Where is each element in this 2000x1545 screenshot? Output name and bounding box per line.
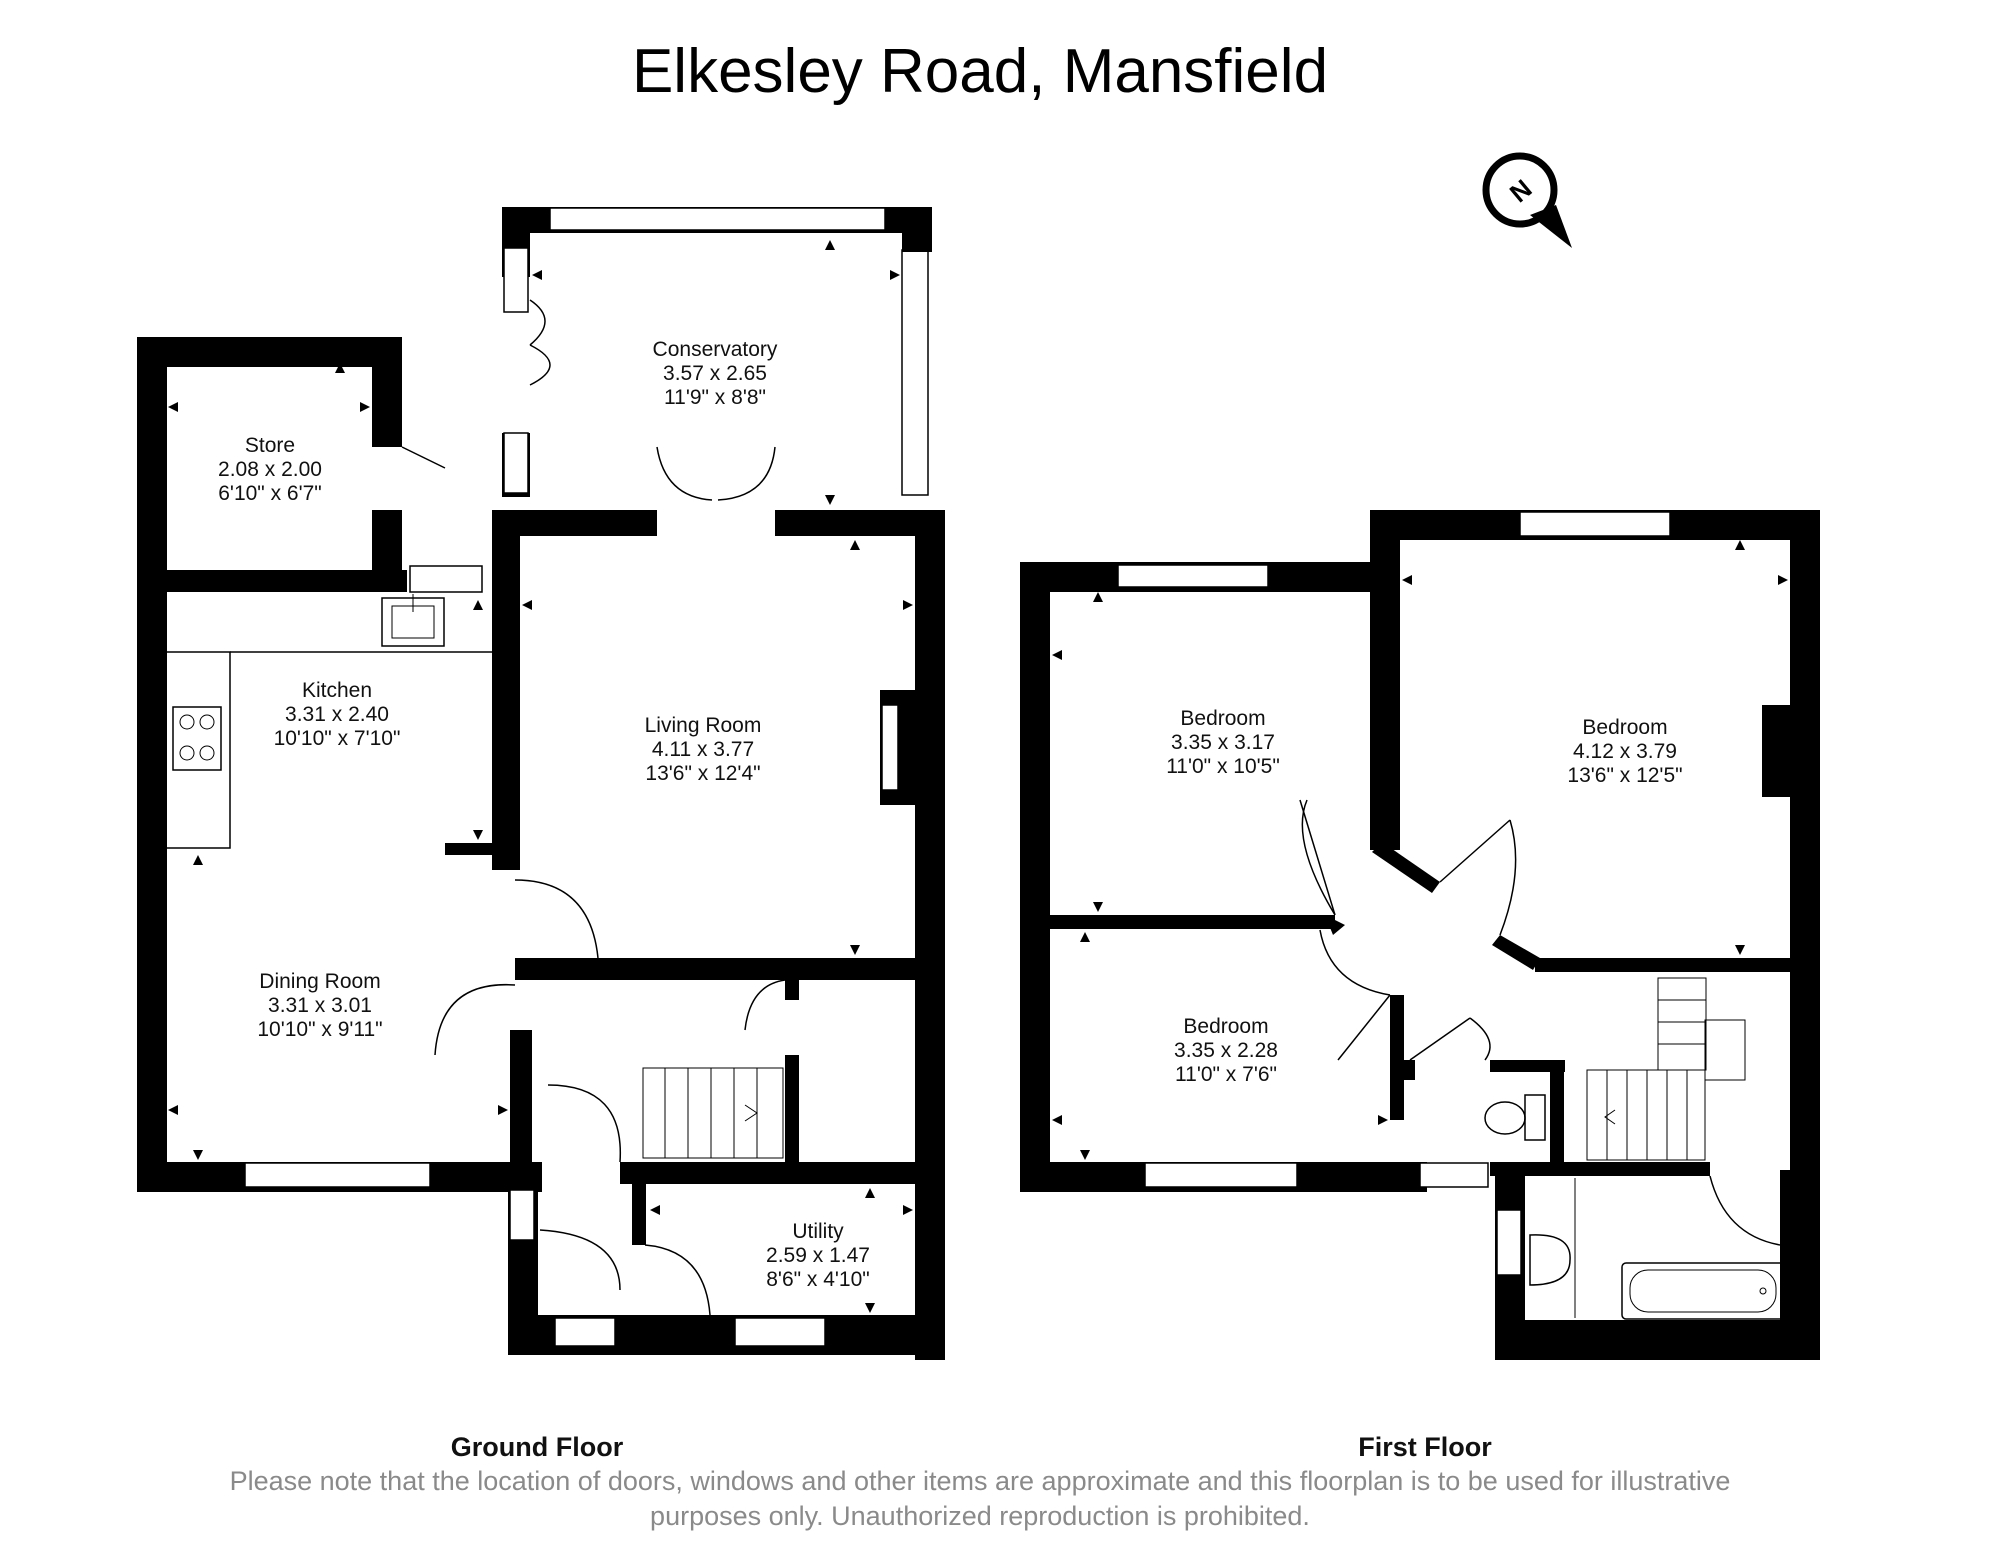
room-name-conservatory: Conservatory bbox=[653, 338, 778, 361]
room-imperial-bedroom-1: 11'0" x 10'5" bbox=[1166, 755, 1280, 778]
room-metric-bedroom-1: 3.35 x 3.17 bbox=[1171, 731, 1275, 754]
room-metric-living-room: 4.11 x 3.77 bbox=[652, 738, 754, 761]
ground-floor-label: Ground Floor bbox=[451, 1432, 624, 1462]
north-compass-icon: N bbox=[1482, 152, 1572, 248]
disclaimer-line-1: Please note that the location of doors, … bbox=[230, 1466, 1731, 1496]
compass-north-label: N bbox=[1504, 173, 1538, 208]
room-name-bedroom-2: Bedroom bbox=[1582, 716, 1667, 739]
first-floor-label: First Floor bbox=[1358, 1432, 1492, 1462]
room-metric-kitchen: 3.31 x 2.40 bbox=[285, 703, 389, 726]
room-imperial-conservatory: 11'9" x 8'8" bbox=[664, 386, 766, 409]
room-metric-bedroom-3: 3.35 x 2.28 bbox=[1174, 1039, 1278, 1062]
room-name-utility: Utility bbox=[792, 1220, 844, 1243]
ground-floor-plan: Conservatory 3.57 x 2.65 11'9" x 8'8" St… bbox=[137, 207, 945, 1360]
room-metric-store: 2.08 x 2.00 bbox=[218, 458, 322, 481]
room-name-bedroom-1: Bedroom bbox=[1180, 707, 1265, 730]
room-imperial-kitchen: 10'10" x 7'10" bbox=[274, 727, 401, 750]
room-name-kitchen: Kitchen bbox=[302, 679, 372, 702]
page-title: Elkesley Road, Mansfield bbox=[632, 37, 1328, 106]
room-name-dining-room: Dining Room bbox=[259, 970, 380, 993]
room-metric-bedroom-2: 4.12 x 3.79 bbox=[1573, 740, 1677, 763]
room-name-store: Store bbox=[245, 434, 295, 457]
disclaimer-line-2: purposes only. Unauthorized reproduction… bbox=[650, 1501, 1310, 1531]
room-imperial-bedroom-3: 11'0" x 7'6" bbox=[1175, 1063, 1277, 1086]
room-imperial-living-room: 13'6" x 12'4" bbox=[645, 762, 760, 785]
room-imperial-dining-room: 10'10" x 9'11" bbox=[257, 1018, 382, 1041]
room-metric-conservatory: 3.57 x 2.65 bbox=[663, 362, 767, 385]
room-name-living-room: Living Room bbox=[645, 714, 762, 737]
room-name-bedroom-3: Bedroom bbox=[1183, 1015, 1268, 1038]
first-floor-plan: Bedroom 3.35 x 3.17 11'0" x 10'5" Bedroo… bbox=[1020, 510, 1820, 1360]
room-metric-utility: 2.59 x 1.47 bbox=[766, 1244, 870, 1267]
room-metric-dining-room: 3.31 x 3.01 bbox=[268, 994, 372, 1017]
room-imperial-utility: 8'6" x 4'10" bbox=[766, 1268, 870, 1291]
room-imperial-bedroom-2: 13'6" x 12'5" bbox=[1567, 764, 1682, 787]
room-imperial-store: 6'10" x 6'7" bbox=[218, 482, 322, 505]
